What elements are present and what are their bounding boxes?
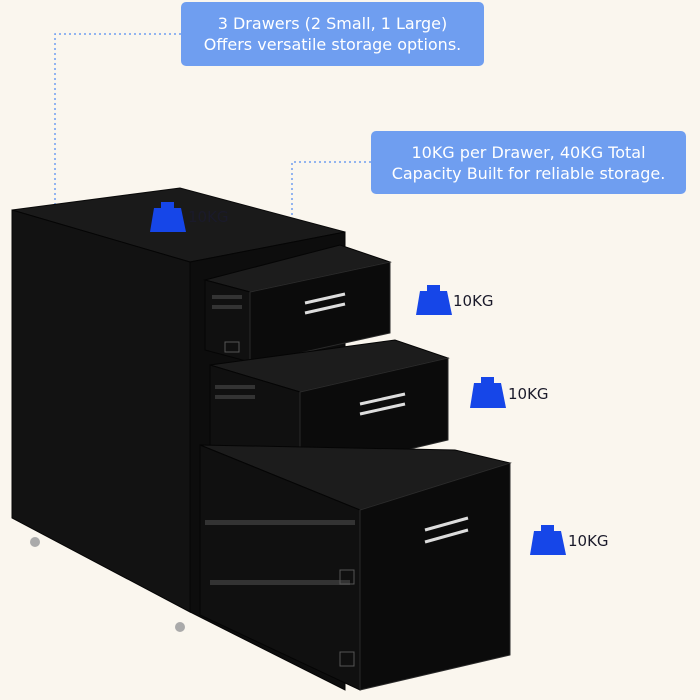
weight-icon (530, 525, 566, 555)
callout-drawers: 3 Drawers (2 Small, 1 Large) Offers vers… (181, 2, 484, 66)
callout-capacity-line2: Capacity Built for reliable storage. (391, 164, 666, 183)
filing-cabinet (11, 187, 512, 691)
weight-label-top: 10KG (188, 208, 229, 226)
cabinet-side (11, 209, 191, 613)
drawer-handle-3 (424, 516, 469, 544)
caster-left (30, 537, 40, 547)
callout-drawers-line1: 3 Drawers (2 Small, 1 Large) (217, 14, 448, 33)
weight-icon (470, 377, 506, 408)
drawer-small-1 (203, 244, 392, 365)
drawer-large (199, 444, 512, 691)
drawer-handle-2 (359, 392, 406, 416)
callout-drawers-line2: Offers versatile storage options. (203, 35, 462, 54)
caster-front (175, 622, 185, 632)
leader-line-drawers (54, 33, 181, 212)
weight-label-drawer3: 10KG (568, 532, 609, 550)
weight-label-drawer1: 10KG (453, 292, 494, 310)
callout-capacity: 10KG per Drawer, 40KG Total Capacity Bui… (371, 131, 686, 194)
weight-label-drawer2: 10KG (508, 385, 549, 403)
callout-capacity-line1: 10KG per Drawer, 40KG Total (411, 143, 646, 162)
weight-icon (150, 202, 186, 232)
drawer-handle-1 (304, 292, 346, 315)
weight-icon (416, 285, 452, 315)
